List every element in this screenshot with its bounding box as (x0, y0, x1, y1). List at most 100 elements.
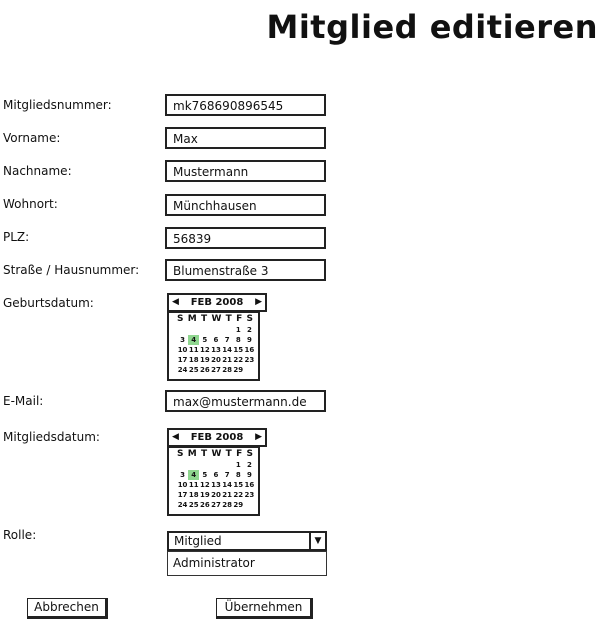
label-vorname: Vorname: (3, 131, 61, 145)
calendar-day[interactable]: 4 (188, 470, 200, 480)
calendar-day-empty (188, 325, 199, 335)
vorname-input[interactable]: Max (165, 127, 326, 149)
calendar-day[interactable]: 22 (233, 491, 244, 499)
calendar-day[interactable]: 28 (222, 366, 232, 374)
calendar-day[interactable]: 22 (233, 356, 244, 364)
calendar-day[interactable]: 6 (213, 336, 219, 344)
calendar-prev-icon[interactable]: ◀ (172, 297, 179, 307)
calendar-day[interactable]: 10 (177, 481, 188, 489)
calendar-day[interactable]: 12 (199, 481, 210, 489)
calendar-day[interactable]: 26 (199, 366, 210, 374)
calendar-day[interactable]: 14 (222, 481, 232, 489)
calendar-day[interactable]: 18 (188, 491, 199, 499)
rolle-select[interactable]: Mitglied ▼ (167, 531, 327, 551)
calendar-day[interactable]: 23 (244, 491, 255, 499)
calendar-day[interactable]: 4 (188, 335, 200, 345)
calendar-day[interactable]: 9 (246, 471, 252, 479)
calendar-day[interactable]: 15 (233, 481, 244, 489)
calendar-day[interactable]: 25 (188, 366, 199, 374)
calendar-day[interactable]: 28 (222, 501, 232, 509)
calendar-weekday: T (201, 449, 208, 459)
calendar-day[interactable]: 19 (199, 491, 210, 499)
calendar-next-icon[interactable]: ▶ (255, 297, 262, 307)
calendar-day[interactable]: 25 (188, 501, 199, 509)
calendar-day[interactable]: 11 (188, 481, 199, 489)
calendar-day[interactable]: 1 (235, 461, 241, 469)
calendar-day[interactable]: 16 (244, 481, 255, 489)
calendar-day[interactable]: 18 (188, 356, 199, 364)
calendar-day[interactable]: 26 (199, 501, 210, 509)
calendar-weekday: F (236, 449, 243, 459)
mitgliedsnummer-input[interactable]: mk768690896545 (165, 94, 326, 116)
calendar-day[interactable]: 3 (180, 471, 185, 479)
calendar-day[interactable]: 7 (224, 471, 230, 479)
apply-button[interactable]: Übernehmen (216, 598, 313, 619)
calendar-day[interactable]: 15 (233, 346, 244, 354)
calendar-day[interactable]: 21 (222, 491, 232, 499)
calendar-day[interactable]: 13 (211, 346, 221, 354)
calendar-day[interactable]: 2 (246, 326, 252, 334)
nachname-input[interactable]: Mustermann (165, 160, 326, 182)
label-plz: PLZ: (3, 230, 30, 244)
calendar-day[interactable]: 6 (213, 471, 219, 479)
calendar-day-empty (188, 460, 199, 470)
calendar-day[interactable]: 20 (211, 491, 221, 499)
chevron-down-icon[interactable]: ▼ (309, 533, 325, 549)
calendar-day[interactable]: 2 (246, 461, 252, 469)
calendar-day[interactable]: 12 (199, 346, 210, 354)
calendar-day[interactable]: 17 (177, 356, 188, 364)
calendar-day[interactable]: 16 (244, 346, 255, 354)
calendar-day[interactable]: 11 (188, 346, 199, 354)
calendar-day[interactable]: 27 (211, 366, 221, 374)
calendar-day[interactable]: 5 (202, 336, 208, 344)
calendar-weekday: S (246, 449, 253, 459)
calendar-day[interactable]: 1 (235, 326, 241, 334)
calendar-day[interactable]: 9 (246, 336, 252, 344)
calendar-day[interactable]: 7 (224, 336, 230, 344)
calendar-day[interactable]: 21 (222, 356, 232, 364)
calendar-day[interactable]: 13 (211, 481, 221, 489)
calendar-day[interactable]: 5 (202, 471, 208, 479)
calendar-weekday: S (177, 314, 184, 324)
wohnort-input[interactable]: Münchhausen (165, 194, 326, 216)
email-input[interactable]: max@mustermann.de (165, 390, 326, 412)
calendar-day[interactable]: 8 (235, 336, 241, 344)
plz-input[interactable]: 56839 (165, 227, 326, 249)
cancel-button[interactable]: Abbrechen (27, 598, 108, 619)
calendar-day-empty (199, 325, 210, 335)
calendar-day-empty (222, 460, 233, 470)
rolle-option-administrator[interactable]: Administrator (167, 551, 327, 576)
calendar-day[interactable]: 27 (211, 501, 221, 509)
calendar-prev-icon[interactable]: ◀ (172, 432, 179, 442)
calendar-day[interactable]: 17 (177, 491, 188, 499)
calendar-next-icon[interactable]: ▶ (255, 432, 262, 442)
calendar-weekday: S (177, 449, 184, 459)
label-mitgliedsdatum: Mitgliedsdatum: (3, 430, 100, 444)
calendar-month: FEB 2008 (190, 297, 244, 308)
label-wohnort: Wohnort: (3, 197, 58, 211)
calendar-day[interactable]: 23 (244, 356, 255, 364)
calendar-day[interactable]: 3 (180, 336, 185, 344)
strasse-input[interactable]: Blumenstraße 3 (165, 259, 326, 281)
label-email: E-Mail: (3, 394, 44, 408)
calendar-day[interactable]: 8 (235, 471, 241, 479)
calendar-day[interactable]: 29 (233, 501, 244, 509)
calendar-day[interactable]: 20 (211, 356, 221, 364)
calendar-day[interactable]: 29 (233, 366, 244, 374)
calendar-day[interactable]: 24 (177, 366, 188, 374)
calendar-weekday: W (211, 449, 222, 459)
calendar-day[interactable]: 19 (199, 356, 210, 364)
calendar-day[interactable]: 24 (177, 501, 188, 509)
calendar-month: FEB 2008 (190, 432, 244, 443)
calendar-day[interactable]: 10 (177, 346, 188, 354)
calendar-weekday: M (187, 314, 197, 324)
calendar-day[interactable]: 14 (222, 346, 232, 354)
